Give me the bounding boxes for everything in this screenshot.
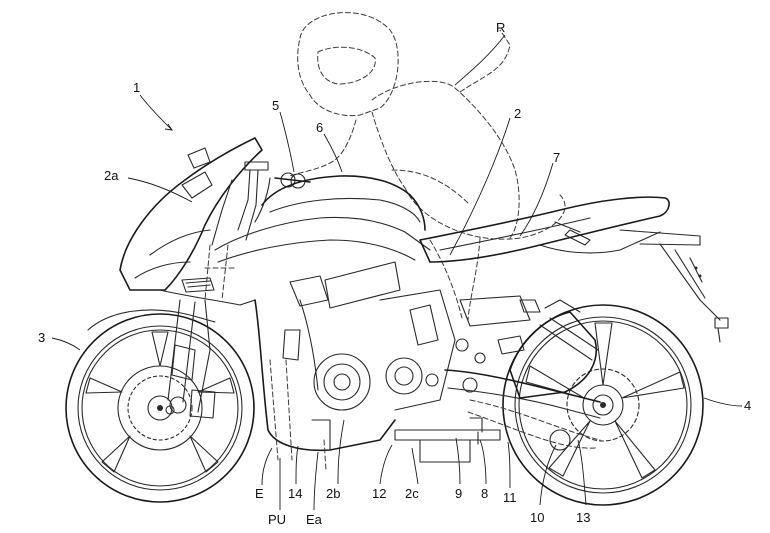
- label-power-unit: PU: [268, 512, 286, 527]
- label-cowl: 2a: [104, 168, 119, 183]
- label-body-2c: 2c: [405, 486, 419, 501]
- label-body-2b: 2b: [326, 486, 340, 501]
- rider-outline: [289, 12, 566, 321]
- label-engine: E: [255, 486, 264, 501]
- label-part-8: 8: [481, 486, 488, 501]
- front-wheel: [65, 309, 255, 503]
- label-front-wheel: 3: [38, 330, 45, 345]
- label-handlebar: 5: [272, 98, 279, 113]
- label-part-6: 6: [316, 120, 323, 135]
- label-part-10: 10: [530, 510, 544, 525]
- label-part-12: 12: [372, 486, 386, 501]
- label-rider: R: [496, 20, 505, 35]
- front-fork: [165, 299, 216, 419]
- muffler: [509, 299, 599, 399]
- fuel-tank: [214, 175, 431, 263]
- rear-wheel: [502, 304, 704, 506]
- rear-bracket: [619, 229, 729, 343]
- label-part-7: 7: [553, 150, 560, 165]
- label-engine-a: Ea: [306, 512, 323, 527]
- label-part-13: 13: [576, 510, 590, 525]
- swingarm-and-frame: [394, 295, 601, 463]
- seat-and-tail: [419, 196, 670, 263]
- label-rear-wheel: 4: [744, 398, 751, 413]
- drive-chain: [467, 399, 601, 451]
- leader-lines: [51, 34, 743, 511]
- engine-and-lower-cowl: [254, 261, 456, 452]
- label-motorcycle: 1: [133, 80, 140, 95]
- front-fairing: [119, 137, 263, 306]
- reference-labels: 1 R 2a 5 6 2 7 3 4 E 14 2b 12 2c 9 8 11 …: [38, 20, 751, 527]
- label-part-14: 14: [288, 486, 302, 501]
- handlebar: [211, 161, 311, 246]
- label-body: 2: [514, 106, 521, 121]
- label-part-9: 9: [455, 486, 462, 501]
- label-part-11: 11: [503, 490, 517, 505]
- hidden-lines: [204, 244, 327, 471]
